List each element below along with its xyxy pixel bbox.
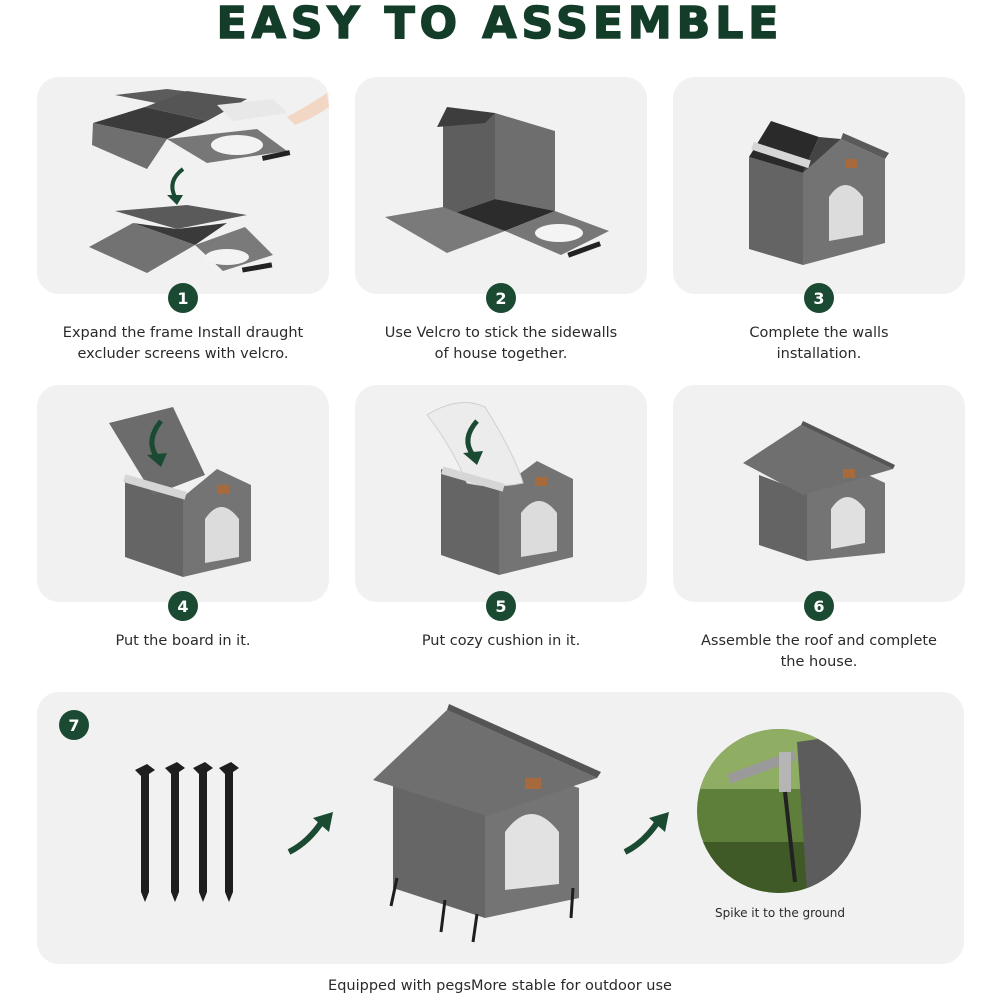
step-7-badge: 7 [59,710,89,740]
footer-caption: Equipped with pegsMore stable for outdoo… [328,978,672,994]
step-5-image [355,385,647,602]
step-6-caption-line-1: Assemble the roof and complete [701,633,937,649]
page-title: EASY TO ASSEMBLE [216,0,784,49]
step-4-badge: 4 [168,591,198,621]
step-1-badge: 1 [168,283,198,313]
step-6-caption: Assemble the roof and complete the house… [673,631,965,673]
spike-caption: Spike it to the ground [715,906,845,920]
step-3-image [673,77,965,294]
ground-pegs-image [135,762,239,902]
step-2-caption-line-2: of house together. [434,346,568,362]
step-3-caption-line-1: Complete the walls [749,325,889,341]
step-2-badge: 2 [486,283,516,313]
step-1-image [37,77,329,294]
spike-ground-photo [697,729,861,893]
step-2-image [355,77,647,294]
step-1-caption-line-1: Expand the frame Install draught [62,325,304,341]
step-5-caption: Put cozy cushion in it. [355,631,647,652]
step-7-panel [37,692,964,964]
step-6-badge: 6 [804,591,834,621]
step-4-caption: Put the board in it. [37,631,329,652]
step-2-caption: Use Velcro to stick the sidewalls of hou… [355,323,647,365]
step-5-caption-line-1: Put cozy cushion in it. [421,633,581,649]
step-4-caption-line-1: Put the board in it. [115,633,251,649]
step-3-badge: 3 [804,283,834,313]
step-6-image [673,385,965,602]
step-1-caption: Expand the frame Install draught exclude… [37,323,329,365]
step-3-caption-line-2: installation. [776,346,862,362]
house-with-pegs-image [373,704,601,943]
step-3-caption: Complete the walls installation. [673,323,965,365]
step-2-caption-line-1: Use Velcro to stick the sidewalls [384,325,618,341]
step-6-caption-line-2: the house. [780,654,858,670]
step-1-caption-line-2: excluder screens with velcro. [77,346,289,362]
step-4-image [37,385,329,602]
step-5-badge: 5 [486,591,516,621]
